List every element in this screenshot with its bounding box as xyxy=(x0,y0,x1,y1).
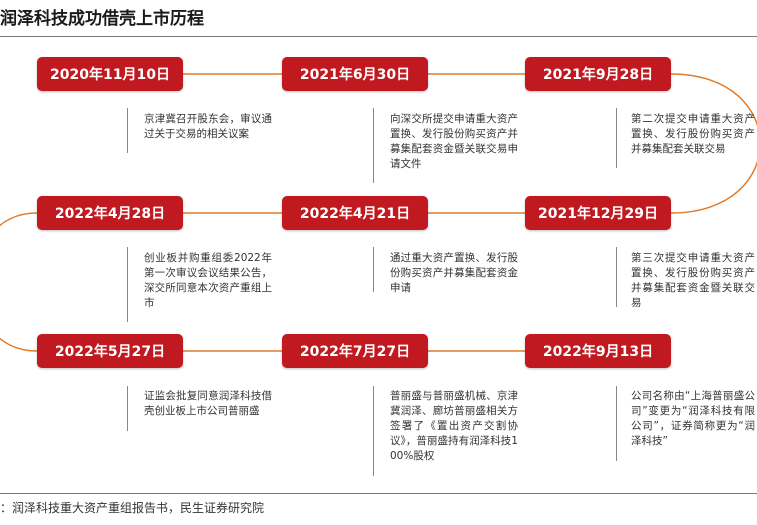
event-text-5: 通过重大资产置换、发行股份购买资产并募集配套资金申请 xyxy=(390,252,518,294)
event-text-3: 第二次提交申请重大资产置换、发行股份购买资产并募集配套关联交易 xyxy=(631,113,755,155)
event-text-1: 京津冀召开股东会，审议通过关于交易的相关议案 xyxy=(144,113,272,140)
event-divider-3 xyxy=(616,108,617,168)
source-divider xyxy=(0,493,757,494)
event-date-1: 2020年11月10日 xyxy=(37,57,183,91)
event-divider-1 xyxy=(127,108,128,153)
event-date-5: 2022年4月21日 xyxy=(282,196,428,230)
event-date-7: 2022年5月27日 xyxy=(37,334,183,368)
event-text-8: 普丽盛与普丽盛机械、京津冀润泽、廊坊普丽盛相关方签署了《置出资产交割协议》，普丽… xyxy=(390,390,518,462)
event-text-2: 向深交所提交申请重大资产置换、发行股份购买资产并募集配套资金暨关联交易申请文件 xyxy=(390,113,518,170)
event-date-3: 2021年9月28日 xyxy=(525,57,671,91)
event-divider-2 xyxy=(373,108,374,183)
event-date-9: 2022年9月13日 xyxy=(525,334,671,368)
event-divider-7 xyxy=(127,386,128,431)
event-date-4: 2021年12月29日 xyxy=(525,196,671,230)
title-divider xyxy=(0,36,757,37)
connector-6-7 xyxy=(0,212,38,352)
event-date-6: 2022年4月28日 xyxy=(37,196,183,230)
event-text-4: 第三次提交申请重大资产置换、发行股份购买资产并募集配套资金暨关联交易 xyxy=(631,252,755,309)
event-date-8: 2022年7月27日 xyxy=(282,334,428,368)
page-title: 润泽科技成功借壳上市历程 xyxy=(0,9,204,29)
event-divider-8 xyxy=(373,386,374,476)
event-text-9: 公司名称由“上海普丽盛公司”变更为“润泽科技有限公司”，证券简称更为“润泽科技” xyxy=(631,390,755,447)
source-note: ：润泽科技重大资产重组报告书，民生证券研究院 xyxy=(0,501,265,515)
event-divider-9 xyxy=(616,386,617,461)
event-divider-6 xyxy=(127,247,128,322)
event-text-7: 证监会批复同意润泽科技借壳创业板上市公司普丽盛 xyxy=(144,390,272,417)
event-divider-4 xyxy=(616,247,617,307)
event-text-6: 创业板并购重组委2022年第一次审议会议结果公告，深交所同意本次资产重组上市 xyxy=(144,252,272,309)
event-divider-5 xyxy=(373,247,374,292)
event-date-2: 2021年6月30日 xyxy=(282,57,428,91)
connector-3-4 xyxy=(670,73,757,214)
